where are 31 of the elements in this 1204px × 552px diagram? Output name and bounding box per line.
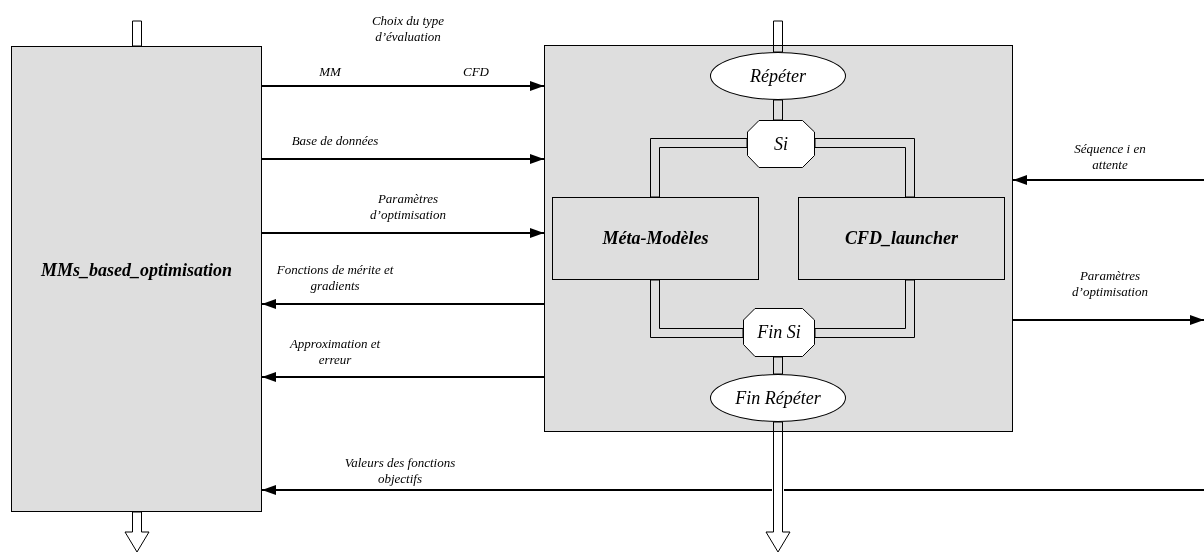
double-line-connector — [650, 138, 748, 198]
arrow — [261, 154, 545, 164]
arrow — [261, 485, 1204, 495]
arrow — [261, 372, 545, 382]
node-label: Si — [774, 133, 788, 155]
node-label: MMs_based_optimisation — [41, 259, 232, 281]
double-line-connector — [773, 356, 783, 375]
arrow — [1012, 175, 1204, 185]
double-line-connector — [814, 138, 915, 198]
double-line-connector — [773, 99, 783, 121]
double-line-connector — [814, 279, 915, 338]
condition-octagon — [743, 308, 815, 357]
container-box — [544, 45, 1013, 432]
node-label: CFD_launcher — [845, 228, 958, 249]
node-label: Répéter — [750, 65, 806, 87]
arrow — [261, 228, 545, 238]
condition-octagon — [747, 120, 815, 168]
process-box — [552, 197, 759, 280]
node-label: Méta-Modèles — [602, 228, 709, 249]
double-line-connector — [650, 279, 744, 338]
node-label: Fin Si — [757, 322, 801, 343]
process-box — [11, 46, 262, 512]
hollow-arrow — [124, 511, 150, 552]
hollow-arrow — [765, 421, 791, 552]
arrow — [261, 81, 545, 91]
double-line-connector — [132, 20, 142, 47]
double-line-connector — [773, 20, 783, 53]
process-box — [798, 197, 1005, 280]
node-label: Fin Répéter — [735, 387, 821, 409]
arrow — [261, 299, 545, 309]
arrow — [1012, 315, 1204, 325]
